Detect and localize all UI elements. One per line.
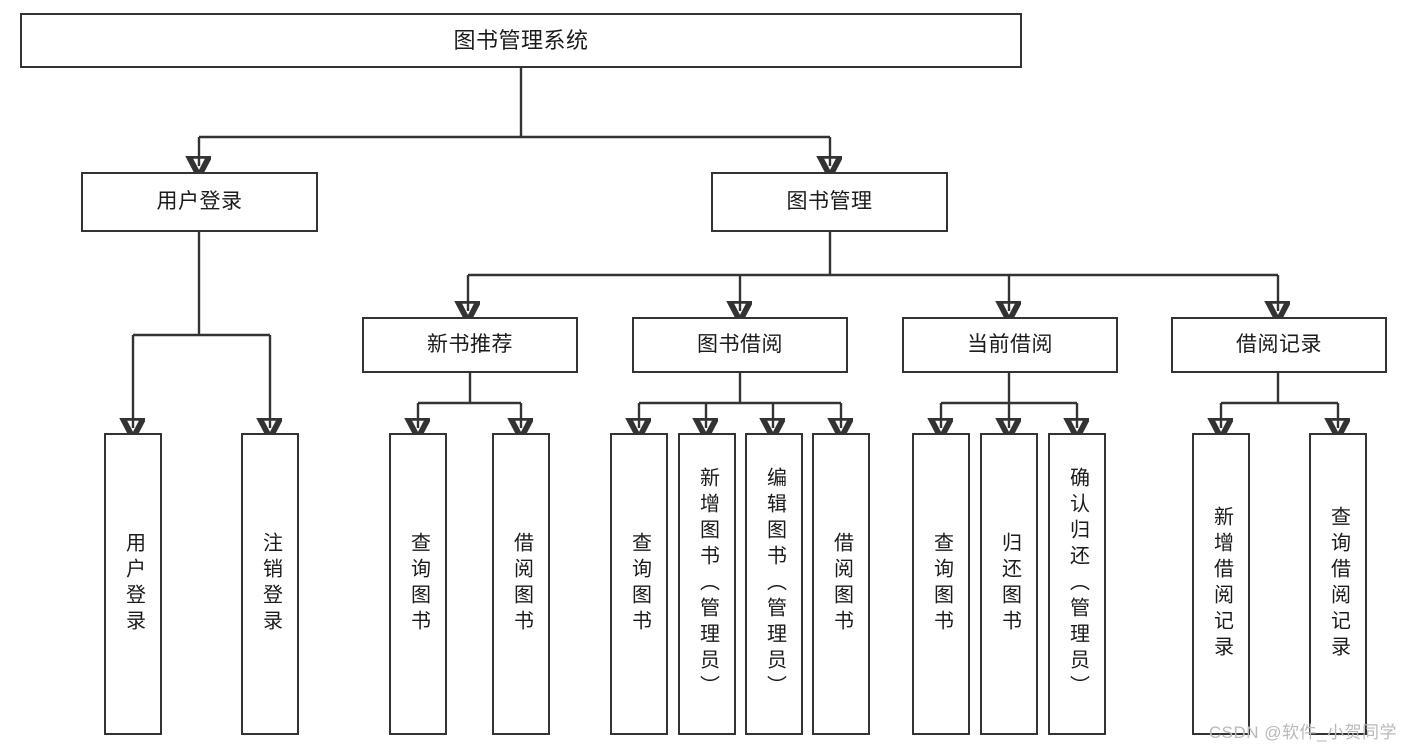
- node-book-manage[interactable]: 图书管理: [711, 172, 948, 232]
- leaf-book-borrow-add[interactable]: 新增图书（管理员）: [678, 433, 736, 735]
- leaf-new-book-query[interactable]: 查询图书: [389, 433, 447, 735]
- leaf-book-borrow-add-label: 新增图书（管理员）: [696, 467, 719, 701]
- leaf-borrow-record-add-label: 新增借阅记录: [1210, 506, 1233, 662]
- leaf-book-borrow-borrow[interactable]: 借阅图书: [812, 433, 870, 735]
- leaf-current-borrow-confirm[interactable]: 确认归还（管理员）: [1048, 433, 1106, 735]
- node-user-login[interactable]: 用户登录: [81, 172, 318, 232]
- leaf-borrow-record-add[interactable]: 新增借阅记录: [1192, 433, 1250, 735]
- node-user-login-label: 用户登录: [156, 189, 243, 213]
- leaf-user-login-logout[interactable]: 注销登录: [241, 433, 299, 735]
- node-current-borrow-label: 当前借阅: [967, 332, 1053, 356]
- leaf-new-book-borrow-label: 借阅图书: [510, 532, 533, 636]
- node-borrow-record-label: 借阅记录: [1236, 332, 1322, 356]
- leaf-user-login-login[interactable]: 用户登录: [104, 433, 162, 735]
- node-current-borrow[interactable]: 当前借阅: [902, 317, 1118, 373]
- leaf-borrow-record-query-label: 查询借阅记录: [1327, 506, 1350, 662]
- leaf-current-borrow-return-label: 归还图书: [998, 532, 1021, 636]
- leaf-new-book-borrow[interactable]: 借阅图书: [492, 433, 550, 735]
- leaf-current-borrow-query-label: 查询图书: [930, 532, 953, 636]
- leaf-book-borrow-edit-label: 编辑图书（管理员）: [763, 467, 786, 701]
- node-root[interactable]: 图书管理系统: [20, 13, 1022, 68]
- node-book-manage-label: 图书管理: [786, 189, 873, 213]
- leaf-borrow-record-query[interactable]: 查询借阅记录: [1309, 433, 1367, 735]
- leaf-book-borrow-borrow-label: 借阅图书: [830, 532, 853, 636]
- leaf-book-borrow-edit[interactable]: 编辑图书（管理员）: [745, 433, 803, 735]
- leaf-book-borrow-query[interactable]: 查询图书: [610, 433, 668, 735]
- leaf-user-login-logout-label: 注销登录: [259, 532, 282, 636]
- leaf-current-borrow-query[interactable]: 查询图书: [912, 433, 970, 735]
- watermark: CSDN @软件_小贺同学: [1208, 723, 1397, 742]
- leaf-user-login-login-label: 用户登录: [122, 532, 145, 636]
- node-root-label: 图书管理系统: [453, 27, 589, 53]
- leaf-book-borrow-query-label: 查询图书: [628, 532, 651, 636]
- leaf-current-borrow-return[interactable]: 归还图书: [980, 433, 1038, 735]
- node-new-book-label: 新书推荐: [427, 332, 513, 356]
- leaf-new-book-query-label: 查询图书: [407, 532, 430, 636]
- node-borrow-record[interactable]: 借阅记录: [1171, 317, 1387, 373]
- node-new-book[interactable]: 新书推荐: [362, 317, 578, 373]
- leaf-current-borrow-confirm-label: 确认归还（管理员）: [1066, 467, 1089, 701]
- node-book-borrow-label: 图书借阅: [697, 332, 783, 356]
- node-book-borrow[interactable]: 图书借阅: [632, 317, 848, 373]
